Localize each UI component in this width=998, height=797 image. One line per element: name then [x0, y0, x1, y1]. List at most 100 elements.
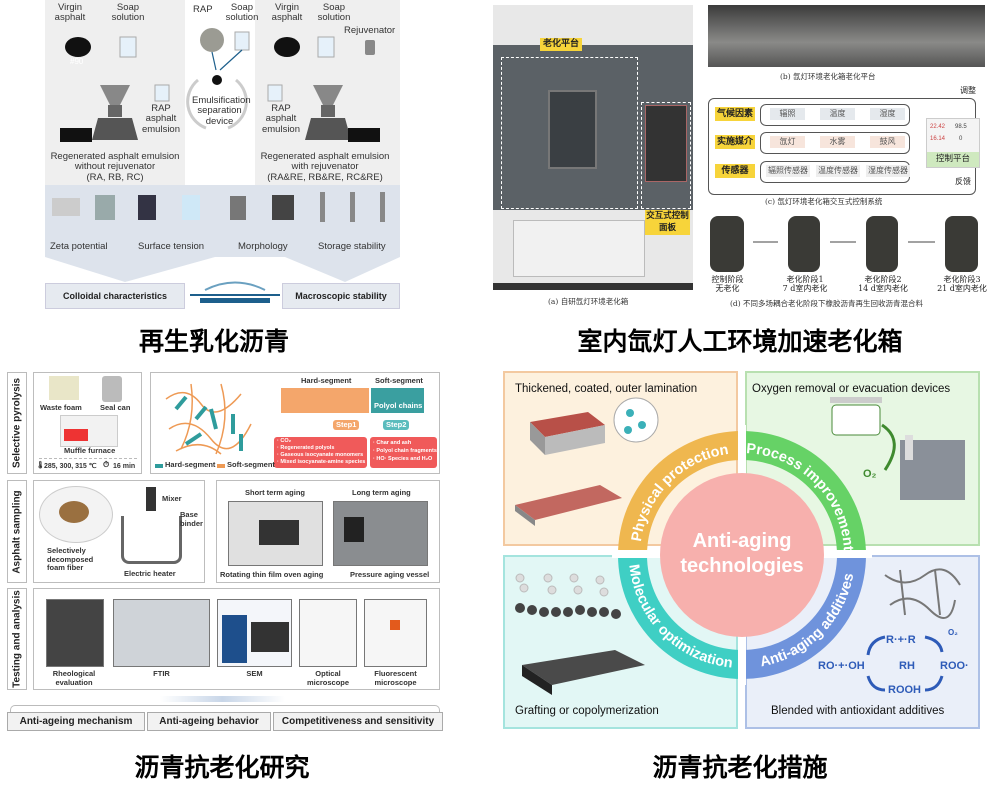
panel-anti-aging-research: Selective pyrolysis Asphalt sampling Tes…: [0, 0, 450, 740]
emulsion-graphics: [45, 0, 400, 303]
cell: 鼓风: [870, 136, 905, 148]
long-term-label: Long term aging: [352, 488, 411, 497]
device-label: Emulsification separation device: [192, 95, 251, 127]
label-rap: RAP: [193, 4, 213, 15]
outcome-colloidal: Colloidal characteristics: [45, 283, 185, 309]
caption-bottom-right: 沥青抗老化措施: [652, 753, 828, 782]
instrument-label: Optical microscope: [306, 669, 350, 687]
test-morphology: Morphology: [238, 241, 288, 252]
arc-molecular: [618, 555, 742, 679]
test-surface-tension: Surface tension: [138, 241, 205, 252]
cell: 水雾: [820, 136, 855, 148]
stage-0: 控制阶段无老化: [711, 275, 744, 293]
adjust-label: 调整: [960, 86, 976, 95]
label-virgin-asphalt-right: Virgin asphalt: [271, 2, 303, 24]
outcome-mechanism: Anti-ageing mechanism: [7, 712, 145, 731]
waste-foam-label: Waste foam: [40, 403, 82, 412]
cell: 温度: [820, 108, 855, 120]
polymer-chains-icon: [165, 383, 252, 455]
time-label: 16 min: [113, 463, 136, 470]
label-soap-solution-center: Soap solution: [225, 2, 259, 24]
chem-rh: RH: [899, 660, 915, 672]
barcode-icon: [60, 128, 380, 142]
caption-b: (b) 氙灯环境老化箱老化平台: [780, 72, 876, 81]
rap-emulsion-left: RAP asphalt emulsion: [141, 103, 181, 135]
fluorescent-microscope-photo: [364, 599, 427, 667]
bridge-icon: [190, 281, 280, 303]
test-images: [52, 192, 385, 222]
chem-roo: ROO·: [940, 660, 969, 672]
row-label: 实施媒介: [715, 135, 755, 149]
step1-products: · CO₂ · Regenerated polyols · Gaseous is…: [274, 437, 367, 468]
label-virgin-asphalt: Virgin asphalt: [54, 2, 86, 24]
rejuvenator-bottle-icon: [365, 40, 375, 55]
quadrant-text-physical: Thickened, coated, outer lamination: [515, 383, 698, 395]
outcome-macroscopic: Macroscopic stability: [282, 283, 400, 309]
chamber-photo: [493, 5, 693, 290]
soft-segment-title: Soft-segment: [375, 376, 423, 385]
caption-c: (c) 氙灯环境老化箱交互式控制系统: [765, 197, 883, 206]
label-soap-solution: Soap solution: [111, 2, 145, 24]
panel-aging-chamber: 老化平台 交互式控制面板 (a) 自研氙灯环境老化箱 (b) 氙灯环境老化箱老化…: [490, 0, 990, 312]
cell: 湿度传感器: [866, 165, 910, 177]
lamination-illustration: [515, 397, 659, 526]
panel-anti-aging-measures: Physical protection Process improvement …: [503, 371, 980, 729]
label-rejuvenator: Rejuvenator: [344, 25, 396, 36]
label-control-panel: 交互式控制面板: [645, 210, 690, 235]
panel-emulsion-diagram: Virgin asphalt Soap solution RAP Soap so…: [30, 0, 400, 312]
control-platform-label: 控制平台: [927, 152, 979, 167]
rap-icon: [200, 28, 224, 52]
cell: 温度传感器: [816, 165, 860, 177]
anti-aging-graphics: Physical protection Process improvement …: [515, 397, 965, 695]
down-arrow: [160, 696, 285, 702]
ftir-photo: [113, 599, 210, 667]
chem-o2: O₂: [948, 628, 958, 637]
grafting-illustration: [515, 573, 645, 695]
pyrolysis-mechanism: Hard-segment Soft-segment Polyol chains …: [150, 372, 440, 474]
center-circle: [660, 473, 824, 637]
rheometer-photo: [46, 599, 104, 667]
control-display: 22.42 98.5 16.14 0 控制平台: [926, 118, 980, 168]
cell: 辐照传感器: [766, 165, 810, 177]
mixer-label: Mixer: [162, 494, 182, 503]
right-funnel: [285, 257, 400, 282]
center-title-line1: Anti-aging: [693, 530, 792, 552]
polyol-label: Polyol chains: [374, 401, 423, 410]
pyrolysis-setup: Waste foam Seal can Muffle furnace 🌡 285…: [33, 372, 142, 474]
instruments: Rheological evaluation FTIR SEM Optical …: [33, 588, 440, 690]
short-term-label: Short term aging: [245, 488, 306, 497]
aging-methods: Short term aging Long term aging Rotatin…: [216, 480, 440, 583]
pav-label: Pressure aging vessel: [350, 570, 430, 579]
test-storage: Storage stability: [318, 241, 386, 252]
pav-photo: [333, 501, 428, 566]
row-label-sampling: Asphalt sampling: [7, 480, 27, 583]
instrument-label: SEM: [246, 669, 263, 678]
arc-additives: [742, 555, 866, 679]
label-soap-solution-right: Soap solution: [317, 2, 351, 24]
optical-microscope-photo: [299, 599, 357, 667]
flow-arrows: [211, 49, 243, 71]
legend-soft: Soft-segment: [227, 460, 275, 469]
chem-r: R·+·R: [886, 634, 916, 646]
legend-hard: Hard-segment: [165, 460, 216, 469]
thermometer-icon: 🌡: [36, 462, 45, 469]
sample-cylinders: [710, 216, 978, 272]
rtfo-photo: [228, 501, 323, 566]
heater-label: Electric heater: [124, 569, 176, 578]
quadrant-text-molecular: Grafting or copolymerization: [515, 705, 659, 717]
arc-physical: [618, 431, 742, 555]
colloid-mill-icon: [92, 85, 138, 140]
antioxidant-molecule-illustration: [884, 568, 961, 619]
step1-label: Step1: [333, 420, 360, 431]
caption-bottom-left: 沥青抗老化研究: [134, 753, 310, 782]
row-label-pyrolysis: Selective pyrolysis: [7, 372, 27, 474]
caption-top-left: 再生乳化沥青: [138, 327, 290, 356]
test-zeta: Zeta potential: [50, 241, 108, 252]
oxidation-cycle-arrows: [866, 635, 944, 692]
caption-d: (d) 不同多场耦合老化阶段下橡胶沥青再生回收沥青混合料: [730, 299, 924, 308]
